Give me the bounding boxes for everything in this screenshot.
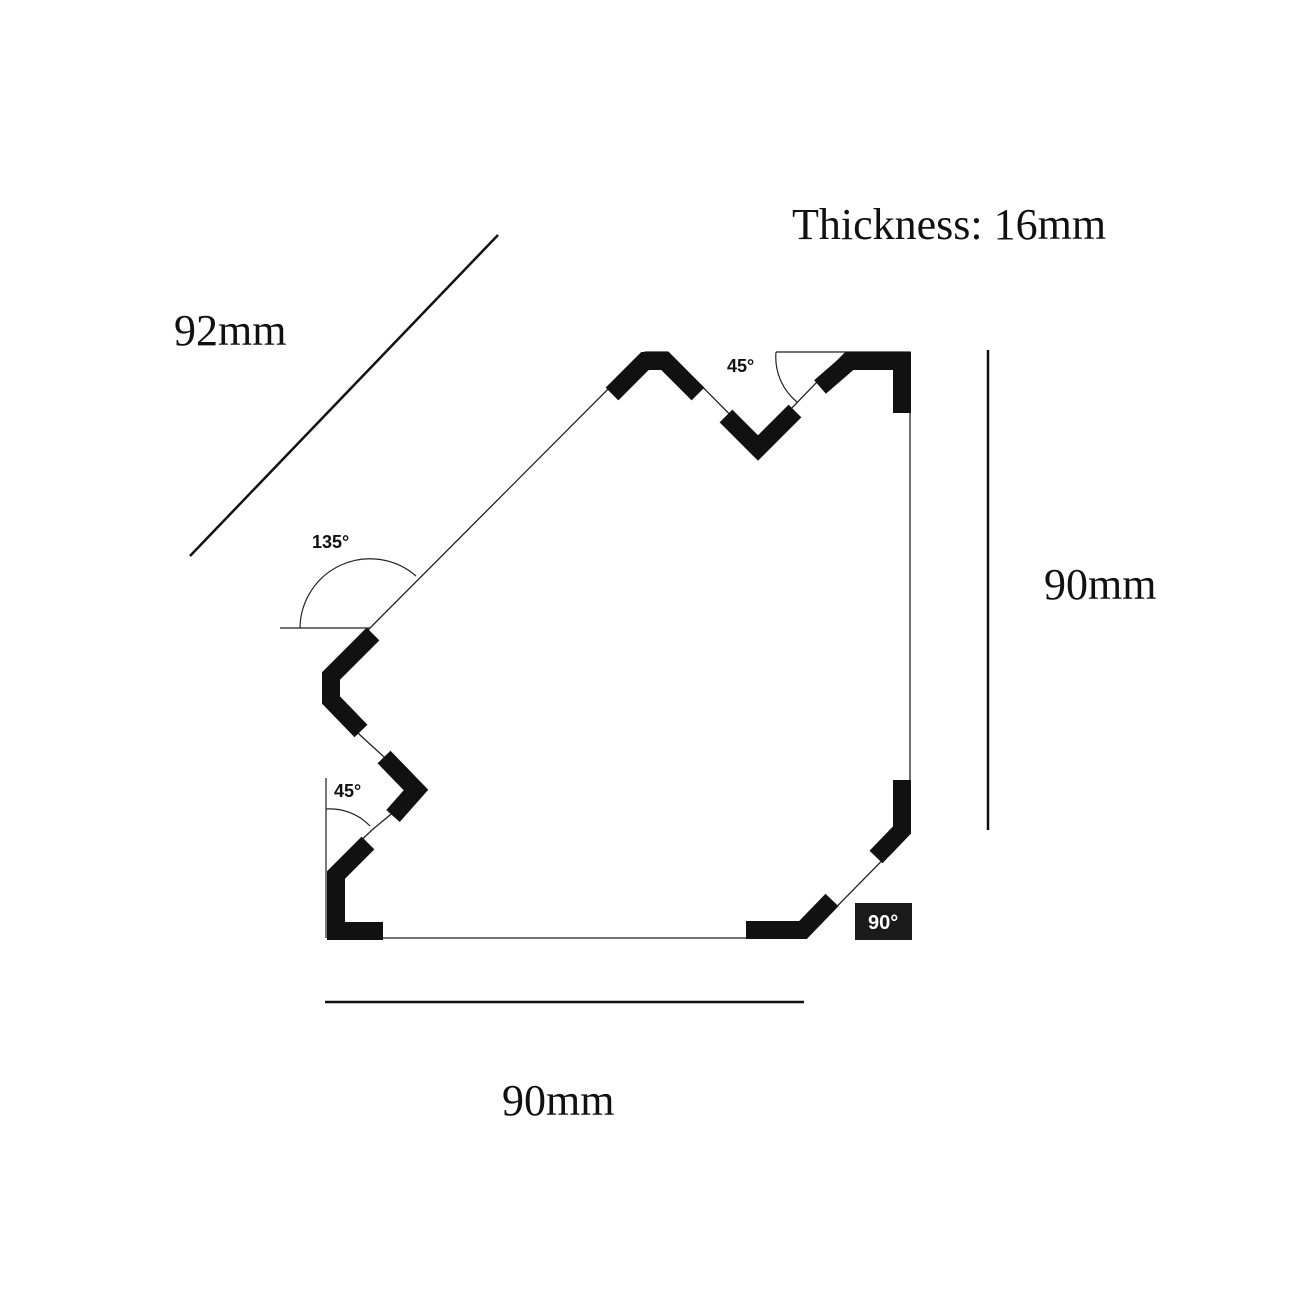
top-right-corner-edge — [814, 352, 911, 413]
right-lower-edge — [869, 780, 911, 864]
magnet-edges — [322, 352, 911, 940]
angle-arc-left-45 — [325, 808, 371, 827]
top-bump-edge — [605, 352, 705, 401]
bottom-left-corner-edge — [327, 836, 383, 940]
corner-90-label: 90° — [868, 912, 898, 934]
top-notch-edge — [719, 404, 802, 461]
angle-label-135: 135° — [312, 532, 349, 552]
corner-90-badge — [855, 903, 912, 940]
angle-label-left-45: 45° — [334, 781, 361, 801]
angle-arc-135 — [299, 558, 417, 629]
angle-label-top: 45° — [727, 356, 754, 376]
thickness-label: Thickness: 16mm — [792, 200, 1106, 249]
horizontal-dimension-label: 90mm — [502, 1076, 614, 1125]
left-bump-edge — [322, 627, 380, 738]
diagonal-dimension-line — [189, 234, 499, 557]
diagonal-dimension-label: 92mm — [174, 306, 286, 355]
outline — [327, 351, 911, 939]
vertical-dimension-label: 90mm — [1044, 560, 1156, 609]
bottom-right-edge — [746, 893, 839, 939]
left-v-edge — [377, 750, 429, 822]
angle-arc-top — [775, 351, 798, 403]
